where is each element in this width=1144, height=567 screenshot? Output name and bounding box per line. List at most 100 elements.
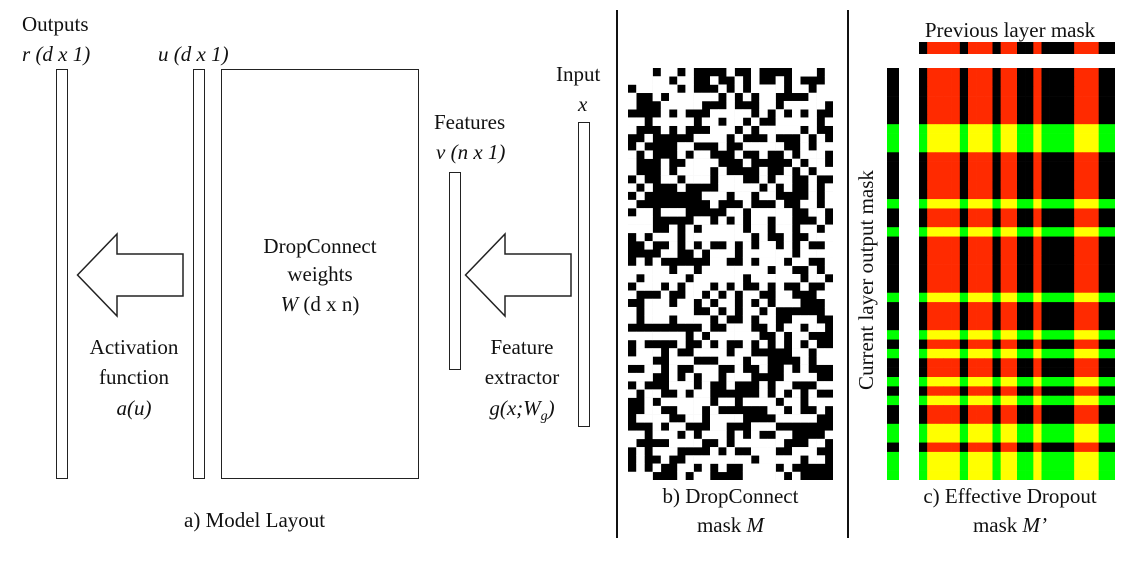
effective-mask-cell (1074, 320, 1083, 331)
effective-mask-cell (1066, 320, 1075, 331)
mask-cell (808, 249, 817, 258)
mask-cell (808, 175, 817, 184)
mask-cell (767, 315, 776, 324)
effective-mask-cell (1066, 133, 1075, 144)
effective-mask-cell (1041, 96, 1050, 106)
mask-cell (767, 455, 776, 464)
effective-mask-cell (1049, 423, 1059, 434)
weights-matrix (221, 69, 419, 479)
effective-mask-cell (1008, 274, 1018, 284)
effective-mask-cell (1082, 245, 1091, 256)
effective-mask-cell (1082, 133, 1091, 144)
effective-mask-cell (1106, 189, 1115, 200)
effective-mask-cell (1098, 180, 1108, 191)
effective-mask-cell (1017, 217, 1026, 228)
mask-cell (792, 125, 801, 135)
effective-mask-cell (1106, 442, 1115, 453)
effective-mask-cell (919, 171, 928, 181)
effective-mask-cell (1017, 96, 1026, 106)
effective-mask-cell (1025, 461, 1034, 471)
mask-cell (726, 117, 735, 126)
previous-mask-cell (1057, 42, 1067, 54)
effective-mask-cell (919, 86, 928, 97)
current-mask-cell (887, 86, 899, 97)
mask-cell (726, 183, 735, 192)
effective-mask-cell (992, 320, 1001, 331)
mask-cell (710, 306, 719, 316)
mask-cell (726, 232, 735, 242)
effective-mask-cell (1033, 199, 1042, 209)
features-vector (449, 172, 461, 370)
effective-mask-cell (968, 199, 977, 209)
effective-mask-cell (1017, 208, 1026, 219)
mask-cell (759, 274, 768, 283)
effective-mask-cell (1025, 292, 1034, 303)
mask-cell (783, 364, 793, 374)
mask-cell (669, 224, 678, 234)
effective-mask-cell (1008, 442, 1018, 453)
mask-cell (742, 463, 752, 473)
mask-cell (824, 249, 833, 258)
effective-mask-cell (935, 423, 944, 434)
effective-mask-cell (1106, 227, 1115, 237)
effective-mask-cell (951, 302, 961, 312)
effective-mask-cell (1082, 105, 1091, 116)
effective-mask-cell (1074, 161, 1083, 172)
effective-mask-cell (992, 395, 1001, 406)
effective-mask-cell (919, 236, 928, 247)
mask-cell (677, 265, 686, 275)
mask-cell (701, 389, 711, 398)
mask-cell (800, 68, 809, 77)
effective-mask-cell (1049, 283, 1059, 294)
effective-mask-cell (1074, 68, 1083, 78)
effective-mask-cell (943, 405, 952, 415)
mask-cell (677, 438, 686, 448)
effective-mask-cell (1057, 395, 1067, 406)
effective-mask-cell (1049, 470, 1059, 480)
mask-cell (734, 364, 744, 374)
mask-cell (800, 142, 809, 151)
effective-mask-cell (1090, 180, 1099, 191)
effective-mask-cell (1074, 367, 1083, 378)
mask-cell (710, 364, 719, 374)
current-mask-cell (887, 348, 899, 359)
mask-cell (816, 158, 826, 168)
effective-mask-cell (1000, 358, 1010, 368)
effective-mask-cell (1049, 96, 1059, 106)
effective-mask-cell (1025, 105, 1034, 116)
effective-mask-cell (1008, 292, 1018, 303)
effective-mask-cell (1057, 255, 1067, 265)
mask-cell (693, 315, 703, 324)
effective-mask-cell (951, 171, 961, 181)
current-mask-cell (887, 133, 899, 144)
effective-mask-cell (1008, 311, 1018, 322)
effective-mask-cell (1017, 105, 1026, 116)
effective-mask-cell (1098, 114, 1108, 125)
mask-cell (751, 463, 760, 473)
effective-mask-cell (1057, 264, 1067, 275)
mask-cell (726, 290, 735, 300)
effective-mask-cell (1082, 311, 1091, 322)
effective-mask-cell (943, 274, 952, 284)
mask-cell (792, 257, 801, 267)
effective-mask-cell (1008, 152, 1018, 162)
mask-cell (693, 455, 703, 464)
mask-cell (734, 356, 744, 365)
effective-mask-cell (927, 367, 936, 378)
mask-cell (718, 339, 727, 349)
effective-mask-cell (1106, 105, 1115, 116)
effective-mask-cell (1000, 302, 1010, 312)
effective-mask-cell (1057, 461, 1067, 471)
mask-cell (734, 183, 744, 192)
mask-cell (808, 125, 817, 135)
mask-cell (718, 249, 727, 258)
mask-cell (734, 430, 744, 440)
effective-mask-cell (1017, 227, 1026, 237)
mask-cell (685, 282, 694, 291)
effective-mask-cell (992, 152, 1001, 162)
current-mask-cell (887, 171, 899, 181)
effective-mask-cell (1033, 124, 1042, 134)
previous-mask-cell (935, 42, 944, 54)
mask-cell (685, 306, 694, 316)
effective-mask-cell (992, 283, 1001, 294)
